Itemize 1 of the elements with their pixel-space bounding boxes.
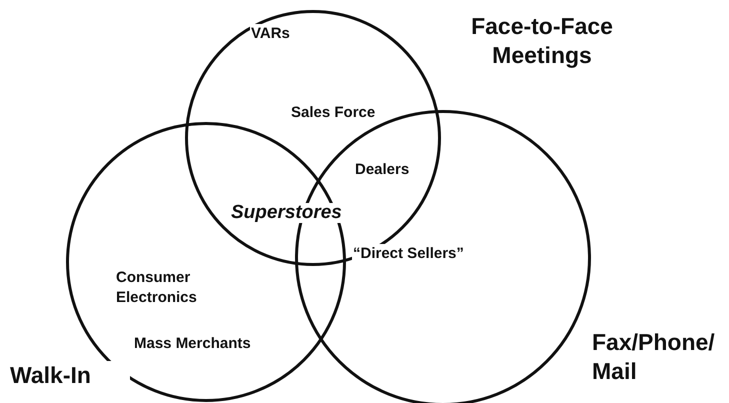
region-label: Superstores bbox=[230, 203, 343, 223]
